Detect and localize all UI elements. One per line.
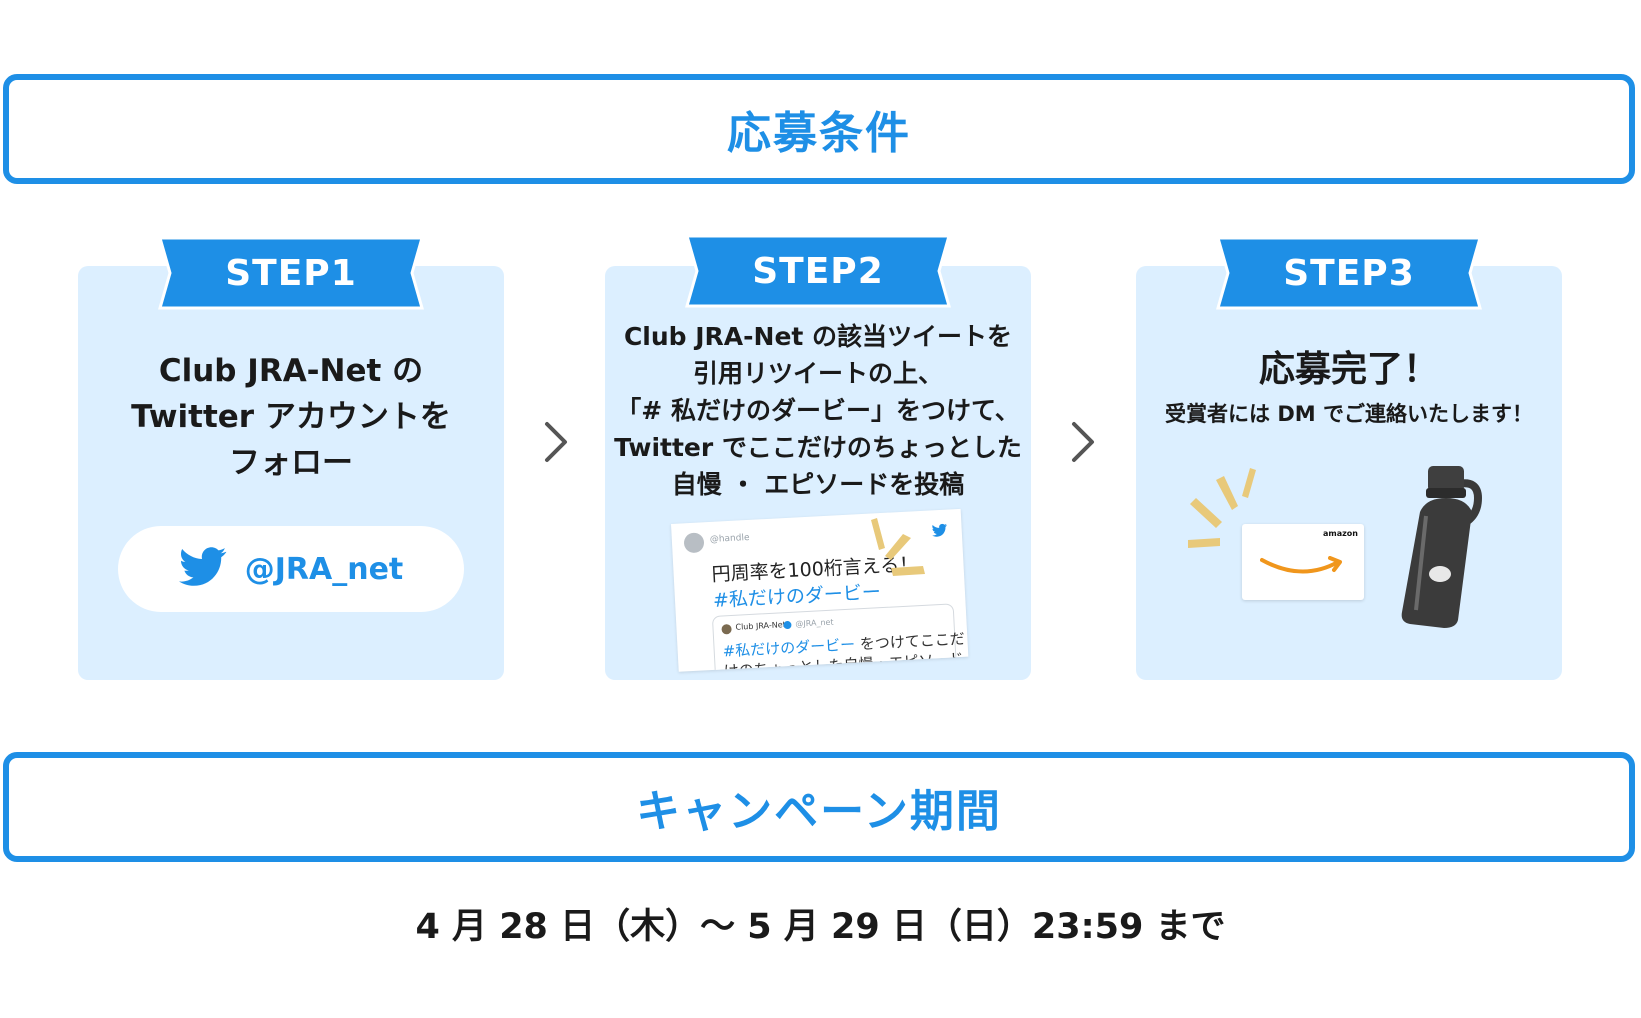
quote-handle: @JRA_net — [795, 617, 834, 629]
step2-line: 自慢 ・ エピソードを投稿 — [671, 470, 965, 499]
step1-line: フォロー — [229, 445, 353, 481]
amazon-logo: amazon — [1323, 529, 1358, 538]
conditions-banner: 応募条件 — [3, 74, 1635, 184]
step2-line: 引用リツイートの上、 — [692, 359, 943, 388]
step2-description: Club JRA-Net の該当ツイートを 引用リツイートの上、 「# 私だけの… — [605, 318, 1031, 503]
step2-card: STEP2 Club JRA-Net の該当ツイートを 引用リツイートの上、 「… — [605, 234, 1031, 680]
step2-line: Twitter でここだけのちょっとした — [614, 433, 1022, 462]
verified-icon — [783, 620, 792, 630]
step2-ribbon: STEP2 — [683, 234, 953, 308]
follow-button[interactable]: @JRA_net — [118, 526, 464, 612]
step3-subtitle: 受賞者には DM でご連絡いたします！ — [1165, 402, 1533, 426]
step1-description: Club JRA-Net の Twitter アカウントを フォロー — [78, 348, 504, 486]
step3-title: 応募完了！ — [1258, 349, 1439, 390]
gift-card: amazon — [1242, 524, 1364, 600]
step3-card: STEP3 応募完了！ 受賞者には DM でご連絡いたします！ amazon — [1136, 236, 1562, 680]
step2-line: Club JRA-Net の該当ツイートを — [623, 322, 1013, 351]
avatar — [683, 532, 705, 554]
quote-name: Club JRA-Net — [735, 620, 786, 632]
amazon-smile-icon — [1260, 556, 1342, 574]
twitter-bird-icon — [178, 547, 227, 591]
step1-card: STEP1 Club JRA-Net の Twitter アカウントを フォロー… — [78, 236, 504, 680]
twitter-bird-icon — [931, 522, 948, 542]
quoted-tweet: Club JRA-Net @JRA_net #私だけのダービー をつけてここだ … — [711, 603, 965, 672]
period-title: キャンペーン期間 — [636, 786, 1002, 837]
step1-line: Twitter アカウントを — [131, 399, 451, 435]
water-bottle-image — [1401, 466, 1483, 628]
step2-label: STEP2 — [752, 250, 884, 292]
avatar — [721, 623, 732, 635]
sparkle-burst-icon — [871, 518, 925, 576]
tweet-handle: @handle — [709, 532, 750, 545]
step3-label: STEP3 — [1283, 252, 1415, 294]
chevron-right-icon — [1072, 422, 1094, 462]
step1-label: STEP1 — [225, 252, 357, 294]
follow-handle: @JRA_net — [244, 551, 404, 587]
period-banner: キャンペーン期間 — [3, 752, 1635, 862]
chevron-right-icon — [545, 422, 567, 462]
tweet-mockup: @handle 円周率を100桁言える！ #私だけのダービー Club JRA-… — [671, 508, 969, 672]
sparkle-burst-icon — [1188, 468, 1256, 548]
step1-ribbon: STEP1 — [156, 236, 426, 310]
step3-ribbon: STEP3 — [1214, 236, 1484, 310]
step1-line: Club JRA-Net の — [158, 353, 424, 389]
campaign-period-text: 4 月 28 日（木）～ 5 月 29 日（日）23:59 まで — [415, 907, 1226, 947]
conditions-title: 応募条件 — [727, 108, 911, 159]
step2-line: 「# 私だけのダービー」をつけて、 — [616, 396, 1020, 425]
